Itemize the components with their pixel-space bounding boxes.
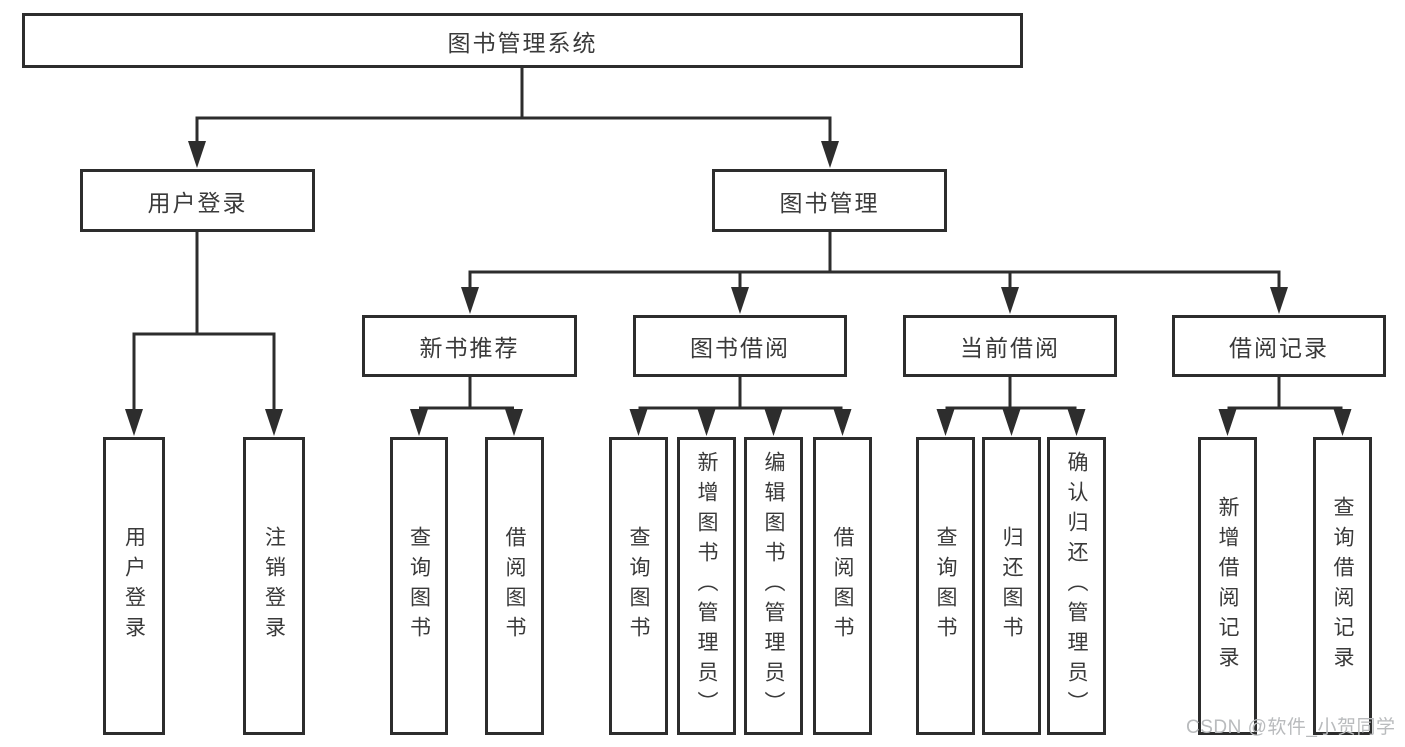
node-book-management: 图书管理 — [712, 169, 947, 232]
node-borrowing-records-label: 借阅记录 — [1229, 335, 1329, 361]
leaf-nb-query-books: 查询图书 — [390, 437, 448, 735]
leaf-user-login: 用户登录 — [103, 437, 165, 735]
node-new-book-recommend-label: 新书推荐 — [419, 335, 520, 361]
leaf-bb-edit-books-admin: 编辑图书（管理员） — [744, 437, 803, 735]
leaf-bb-query-books: 查询图书 — [609, 437, 668, 735]
csdn-watermark: CSDN @软件_小贺同学 — [1186, 717, 1396, 738]
leaf-nb-borrow-books: 借阅图书 — [485, 437, 544, 735]
node-root: 图书管理系统 — [22, 13, 1023, 68]
leaf-user-login-label: 用户登录 — [122, 526, 146, 646]
leaf-nb-borrow-books-label: 借阅图书 — [503, 526, 526, 646]
leaf-cb-query-books-label: 查询图书 — [934, 526, 957, 646]
leaf-logout: 注销登录 — [243, 437, 305, 735]
leaf-br-add-borrow-record: 新增借阅记录 — [1198, 437, 1257, 735]
node-new-book-recommend: 新书推荐 — [362, 315, 577, 377]
node-book-borrowing-label: 图书借阅 — [690, 335, 790, 361]
node-book-management-label: 图书管理 — [779, 189, 880, 216]
leaf-br-add-borrow-record-label: 新增借阅记录 — [1216, 496, 1239, 676]
node-borrowing-records: 借阅记录 — [1172, 315, 1386, 377]
leaf-bb-borrow-books-label: 借阅图书 — [831, 526, 854, 646]
node-current-borrowing: 当前借阅 — [903, 315, 1117, 377]
leaf-cb-confirm-return-admin-label: 确认归还（管理员） — [1065, 451, 1088, 721]
leaf-cb-query-books: 查询图书 — [916, 437, 975, 735]
leaf-br-query-borrow-record-label: 查询借阅记录 — [1331, 496, 1354, 676]
leaf-nb-query-books-label: 查询图书 — [407, 526, 431, 646]
node-book-borrowing: 图书借阅 — [633, 315, 847, 377]
leaf-bb-query-books-label: 查询图书 — [627, 526, 650, 646]
node-root-label: 图书管理系统 — [447, 29, 598, 56]
leaf-bb-add-books-admin-label: 新增图书（管理员） — [695, 451, 718, 721]
leaf-bb-edit-books-admin-label: 编辑图书（管理员） — [762, 451, 785, 721]
leaf-logout-label: 注销登录 — [262, 526, 286, 646]
leaf-cb-return-books: 归还图书 — [982, 437, 1041, 735]
leaf-bb-add-books-admin: 新增图书（管理员） — [677, 437, 736, 735]
node-user-login-label: 用户登录 — [147, 189, 248, 216]
node-current-borrowing-label: 当前借阅 — [960, 335, 1060, 361]
leaf-br-query-borrow-record: 查询借阅记录 — [1313, 437, 1372, 735]
leaf-cb-confirm-return-admin: 确认归还（管理员） — [1047, 437, 1106, 735]
leaf-cb-return-books-label: 归还图书 — [1000, 526, 1023, 646]
leaf-bb-borrow-books: 借阅图书 — [813, 437, 872, 735]
node-user-login: 用户登录 — [80, 169, 315, 232]
